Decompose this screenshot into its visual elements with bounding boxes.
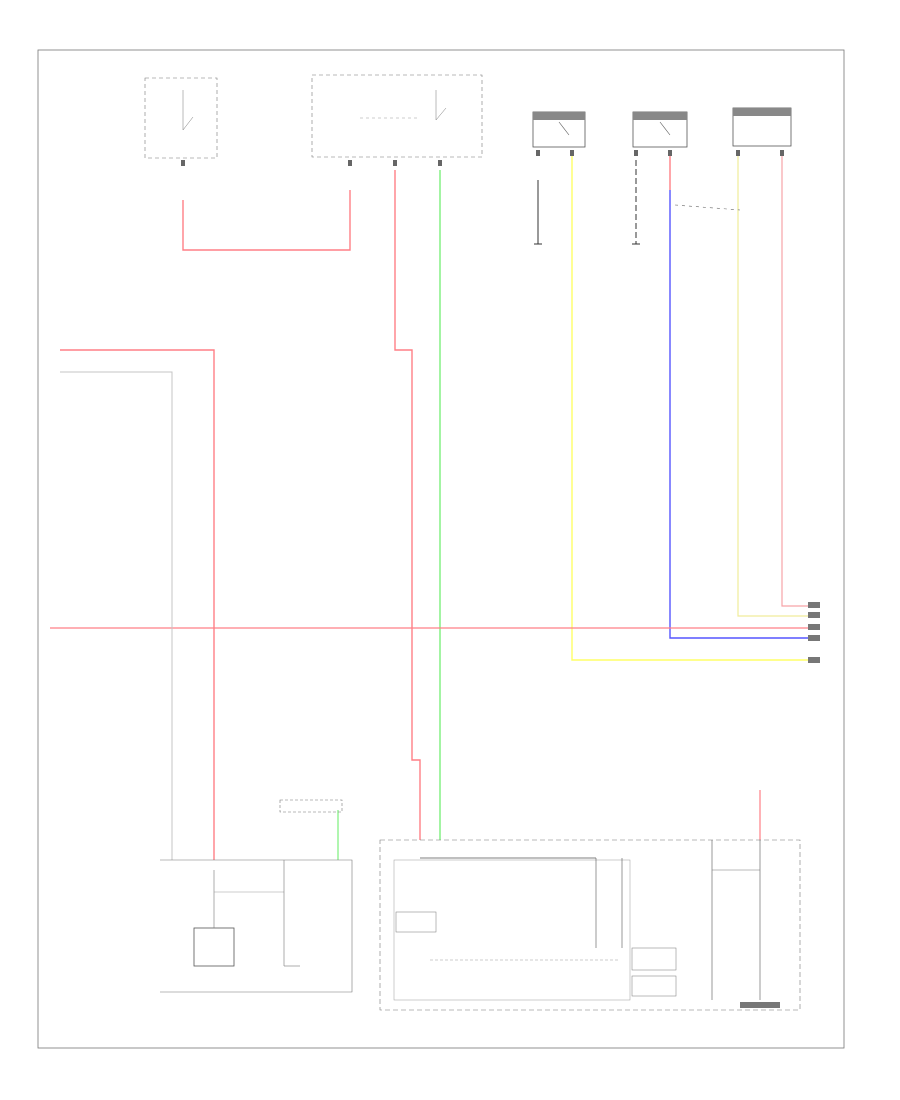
right-terminals — [808, 602, 820, 663]
ground-right — [632, 160, 640, 245]
center-module — [379, 839, 801, 1011]
seat-belt-switch-2 — [632, 111, 688, 148]
wire-blue — [669, 190, 808, 639]
wire-center-red — [394, 170, 421, 840]
small-connector — [279, 799, 343, 813]
diagram-frame — [37, 49, 845, 1049]
wire-right-red — [781, 150, 808, 607]
occupant-sensor — [732, 107, 792, 147]
wire-left-red — [60, 349, 215, 860]
wire-yellow — [571, 150, 808, 661]
top-connector-stubs — [181, 150, 784, 166]
top-center-module — [311, 74, 483, 158]
wire-gray — [60, 371, 173, 860]
seat-belt-switch-1 — [532, 111, 586, 148]
wire-right-yellow — [737, 150, 808, 617]
top-left-switch — [144, 77, 218, 159]
ground-left — [534, 180, 542, 245]
wire-top-left-red — [182, 190, 351, 251]
wire-dashed-signal — [674, 204, 741, 211]
right-connector — [711, 840, 780, 1008]
left-module — [160, 859, 353, 993]
